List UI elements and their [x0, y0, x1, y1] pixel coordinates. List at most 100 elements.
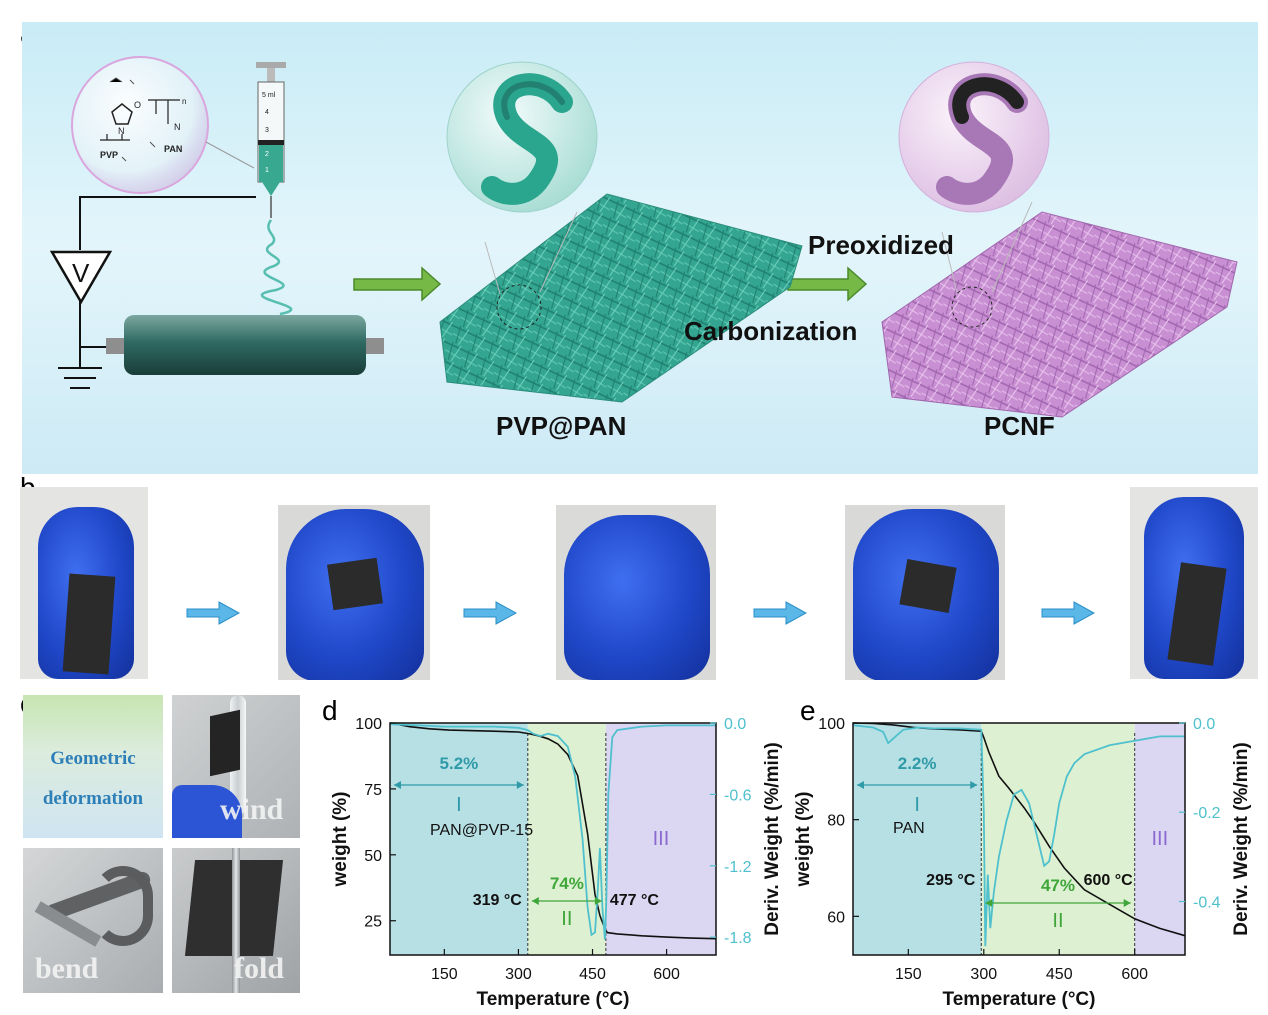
mol-n: N — [118, 126, 125, 136]
temp-end-label: 477 °C — [610, 892, 660, 909]
x-tick-label: 150 — [895, 966, 922, 983]
y-left-tick-label: 75 — [364, 782, 382, 799]
x-axis-label: Temperature (°C) — [477, 989, 630, 1010]
sequence-arrow-3 — [753, 601, 808, 625]
syringe-mark-4: 4 — [265, 109, 269, 116]
sequence-arrow-4 — [1041, 601, 1096, 625]
x-tick-label: 300 — [505, 966, 532, 983]
stage-II-label: II — [1052, 910, 1063, 932]
y-left-tick-label: 80 — [827, 813, 845, 830]
stage-I-label: I — [456, 794, 462, 816]
sequence-arrow-2 — [463, 601, 518, 625]
bend-label: bend — [35, 952, 99, 985]
drum-collector — [106, 315, 384, 375]
pvp-pan-fiber-mat — [439, 193, 803, 403]
mol-n2: N — [174, 122, 181, 132]
x-axis-label: Temperature (°C) — [943, 989, 1096, 1010]
wind-photo: wind — [172, 695, 300, 838]
region-III — [1134, 723, 1185, 955]
panel-label-e: e — [800, 695, 816, 726]
temp-end-label: 600 °C — [1084, 872, 1134, 889]
pcnf-fiber-mat — [881, 201, 1238, 418]
y-left-axis-label: weight (%) — [330, 792, 351, 888]
mol-sub-n: n — [182, 97, 186, 106]
syringe: 5 ml 4 3 2 1 — [256, 62, 286, 218]
mol-pvp-label: PVP — [100, 150, 118, 160]
y-right-axis-label: Deriv. Weight (%/min) — [762, 742, 783, 936]
y-right-tick-label: -0.6 — [724, 787, 752, 804]
stage-I-label: I — [914, 794, 920, 816]
series-weight — [389, 722, 717, 940]
y-right-tick-label: 0.0 — [724, 716, 746, 733]
voltage-source — [49, 250, 113, 305]
product-label-pvp-pan: PVP@PAN — [496, 411, 626, 441]
y-right-tick-label: -0.2 — [1193, 805, 1221, 822]
series-derivative — [389, 723, 716, 940]
wind-label: wind — [220, 793, 284, 826]
fold-photo: fold — [172, 848, 300, 993]
geometric-deformation-label: Geometric deformation — [42, 748, 144, 809]
region-III — [605, 723, 716, 955]
stage-II-label: II — [561, 908, 572, 930]
series-derivative — [852, 724, 1185, 947]
y-right-tick-label: -0.4 — [1193, 894, 1221, 911]
pvp-pan-fiber-bubble — [446, 61, 598, 213]
y-left-tick-label: 60 — [827, 909, 845, 926]
tga-chart-d: 150 300 450 600 25 50 75 100 0.0 -0.6 -1.2 -1.8Temp… — [330, 716, 783, 1010]
temp-onset-label: 319 °C — [473, 892, 523, 909]
y-left-tick-label: 25 — [364, 914, 382, 931]
x-tick-label: 600 — [653, 966, 680, 983]
y-right-tick-label: -1.2 — [724, 859, 752, 876]
weight-loss-stage2: 74% — [550, 874, 584, 893]
region-I — [390, 723, 528, 955]
sample-label: PAN@PVP-15 — [430, 822, 533, 839]
mol-pan-label: PAN — [164, 144, 182, 154]
stage-III-label: III — [653, 828, 670, 850]
y-left-axis-label: weight (%) — [795, 792, 814, 888]
photo-crumple-1 — [278, 505, 430, 680]
y-left-tick-label: 50 — [364, 848, 382, 865]
region-I — [853, 723, 982, 955]
step-label-carbonization: Carbonization — [684, 316, 857, 346]
y-right-tick-label: 0.0 — [1193, 716, 1215, 733]
pcnf-fiber-bubble — [898, 61, 1050, 213]
photo-crumple-2 — [845, 505, 1005, 680]
process-arrow-2 — [787, 266, 868, 302]
process-arrow-1 — [353, 266, 442, 302]
x-tick-label: 300 — [970, 966, 997, 983]
molecule-bubble: O N PVP N n PAN — [71, 56, 209, 194]
syringe-mark-3: 3 — [265, 127, 269, 134]
y-right-tick-label: -1.8 — [724, 930, 752, 947]
sequence-arrow-1 — [186, 601, 241, 625]
x-tick-label: 150 — [431, 966, 458, 983]
photo-fist — [556, 505, 716, 680]
syringe-mark-2: 2 — [265, 151, 269, 158]
weight-loss-stage2: 47% — [1041, 876, 1075, 895]
weight-loss-stage1: 2.2% — [898, 754, 937, 773]
panel-label-d: d — [322, 695, 338, 726]
photo-flat-hand-2 — [1130, 487, 1258, 679]
temp-onset-label: 295 °C — [926, 872, 976, 889]
bend-photo: bend — [23, 848, 163, 993]
x-tick-label: 450 — [579, 966, 606, 983]
region-II — [527, 723, 606, 955]
product-label-pcnf: PCNF — [984, 411, 1055, 441]
plot-frame — [389, 722, 717, 956]
plot-frame — [852, 722, 1186, 956]
y-right-axis-label: Deriv. Weight (%/min) — [1231, 742, 1252, 936]
step-label-preoxidized: Preoxidized — [808, 230, 954, 260]
y-left-tick-label: 100 — [355, 716, 382, 733]
geometric-deformation-tile: Geometric deformation — [23, 695, 163, 838]
photo-flat-hand-1 — [20, 487, 148, 679]
x-tick-label: 600 — [1121, 966, 1148, 983]
voltage-label: V — [72, 258, 90, 288]
weight-loss-stage1: 5.2% — [440, 754, 479, 773]
electrospinning-jet — [260, 219, 293, 316]
region-II — [981, 723, 1135, 955]
x-tick-label: 450 — [1046, 966, 1073, 983]
fold-label: fold — [234, 952, 285, 985]
bubble-callout-line — [205, 141, 255, 169]
ground-icon — [58, 347, 102, 389]
mol-o: O — [134, 100, 141, 110]
